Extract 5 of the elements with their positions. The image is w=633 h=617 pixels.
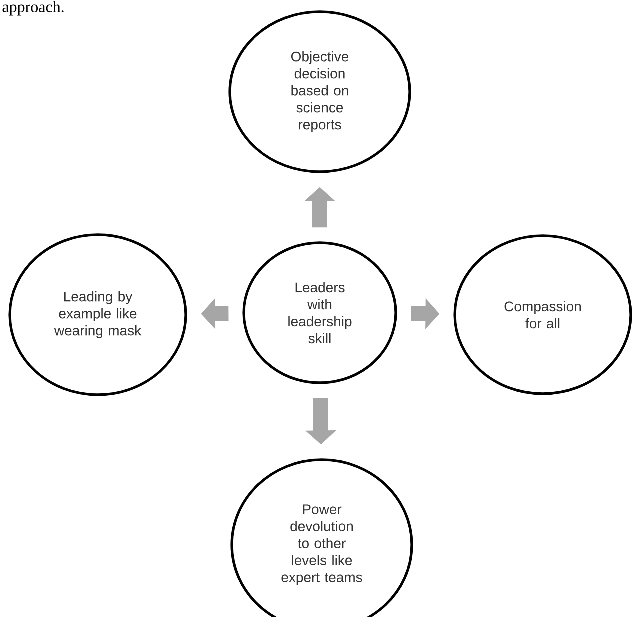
- text-fragment: approach.: [2, 1, 64, 16]
- ellipse-node: Compassion for all: [454, 234, 632, 396]
- ellipse-node: Objective decision based on science reports: [228, 10, 412, 174]
- ellipse-node: Leaders with leadership skill: [242, 242, 398, 384]
- ellipse-node: Leading by example like wearing mask: [8, 234, 188, 396]
